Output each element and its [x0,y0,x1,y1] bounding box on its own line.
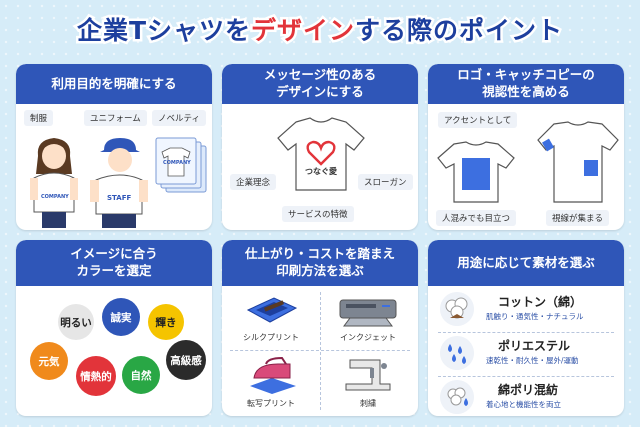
material-desc-blend: 着心地と機能性を両立 [486,400,561,409]
card-message-heading-line1: メッセージ性のある [263,67,377,83]
cotton-icon [440,292,474,326]
material-name-blend: 綿ポリ混紡 [498,383,559,397]
material-row-polyester: ポリエステル 速乾性・耐久性・屋外/運動 [440,334,624,376]
woman-shirt-text: COMPANY [41,194,69,200]
card-color: イメージに合う カラーを選定 明るい 誠実 輝き 元気 情熱的 自然 高級感 [16,240,212,416]
card-message-heading: メッセージ性のある デザインにする [222,64,418,104]
title-part-3: する際のポイント [353,14,565,48]
card-logo-heading-line1: ロゴ・キャッチコピーの [457,67,595,83]
color-circle-shine: 輝き [148,304,184,340]
card-logo-visibility: ロゴ・キャッチコピーの 視認性を高める アクセントとして 人混みでも目立つ 視線… [428,64,624,230]
tag-uniform-basic: 制服 [24,110,54,126]
card-color-heading: イメージに合う カラーを選定 [16,240,212,286]
color-circle-energetic: 元気 [30,342,68,380]
material-name-cotton: コットン（綿） [498,295,583,309]
card-color-heading-line2: カラーを選定 [76,263,152,278]
color-circle-sincere: 誠実 [102,298,140,336]
woman-illustration [30,138,78,228]
sewing-machine-icon [345,359,391,391]
label-as-accent: アクセントとして [438,112,518,128]
label-corporate-philosophy: 企業理念 [230,174,277,190]
tag-novelty: ノベルティ [152,110,206,126]
material-name-polyester: ポリエステル [498,339,571,353]
tshirt-big-print-illustration [437,141,515,203]
color-circle-bright: 明るい [58,304,94,340]
silk-screen-icon [246,297,298,323]
card-print-method: 仕上がり・コストを踏まえ 印刷方法を選ぶ シルクプリント インクジェット 転写プ… [222,240,418,416]
tag-uniform: ユニフォーム [84,110,147,126]
package-text: COMPANY [163,160,191,166]
tshirt-accent-print-illustration [537,121,619,203]
color-circle-nature: 自然 [122,356,160,394]
card-print-heading-line2: 印刷方法を選ぶ [276,263,364,278]
logo-text: つなぐ愛 [305,167,337,176]
method-embroidery: 刺繍 [360,399,376,408]
card-material-heading-text: 用途に応じて素材を選ぶ [457,254,595,270]
card-logo-heading-line2: 視認性を高める [482,84,570,99]
card-print-heading: 仕上がり・コストを踏まえ 印刷方法を選ぶ [222,240,418,286]
label-draws-attention: 視線が集まる [546,210,610,226]
card-purpose-heading: 利用目的を明確にする [16,64,212,104]
card-color-heading-line1: イメージに合う [70,246,158,262]
method-inkjet: インクジェット [340,333,396,342]
card-logo-heading: ロゴ・キャッチコピーの 視認性を高める [428,64,624,104]
inkjet-printer-icon [339,299,397,327]
card-purpose: 利用目的を明確にする 制服 ユニフォーム ノベルティ COMPANY STAFF [16,64,212,230]
material-row-blend: 綿ポリ混紡 着心地と機能性を両立 [440,378,624,416]
heat-transfer-iron-icon [250,356,296,394]
card-message-heading-line2: デザインにする [276,84,364,99]
tshirt-heart-logo-illustration [277,117,365,191]
material-desc-polyester: 速乾性・耐久性・屋外/運動 [486,356,579,365]
material-row-cotton: コットン（綿） 肌触り・通気性・ナチュラル [440,290,624,332]
droplets-icon [440,336,474,370]
label-stand-out-in-crowd: 人混みでも目立つ [436,210,517,226]
man-illustration [90,138,148,228]
title-part-1: 企業Tシャツを [74,14,252,48]
label-slogan: スローガン [358,174,413,190]
card-purpose-heading-text: 利用目的を明確にする [51,75,177,91]
method-transfer-print: 転写プリント [247,399,295,408]
card-print-heading-line1: 仕上がり・コストを踏まえ [244,246,395,262]
man-shirt-text: STAFF [107,194,132,202]
cotton-droplet-icon [440,380,474,414]
label-service-features: サービスの特徴 [282,206,354,222]
title-part-2: デザイン [249,14,357,48]
color-circle-passionate: 情熱的 [76,356,116,396]
color-circle-luxury: 高級感 [166,340,206,380]
card-message: メッセージ性のある デザインにする つなぐ愛 企業理念 スローガン サービスの特… [222,64,418,230]
method-silk-print: シルクプリント [243,333,299,342]
material-desc-cotton: 肌触り・通気性・ナチュラル [486,312,584,321]
page-title: 企業Tシャツをデザインする際のポイント [0,6,640,52]
card-material: 用途に応じて素材を選ぶ コットン（綿） 肌触り・通気性・ナチュラル ポリエス [428,240,624,416]
card-material-heading: 用途に応じて素材を選ぶ [428,240,624,286]
novelty-package-illustration [155,137,207,193]
